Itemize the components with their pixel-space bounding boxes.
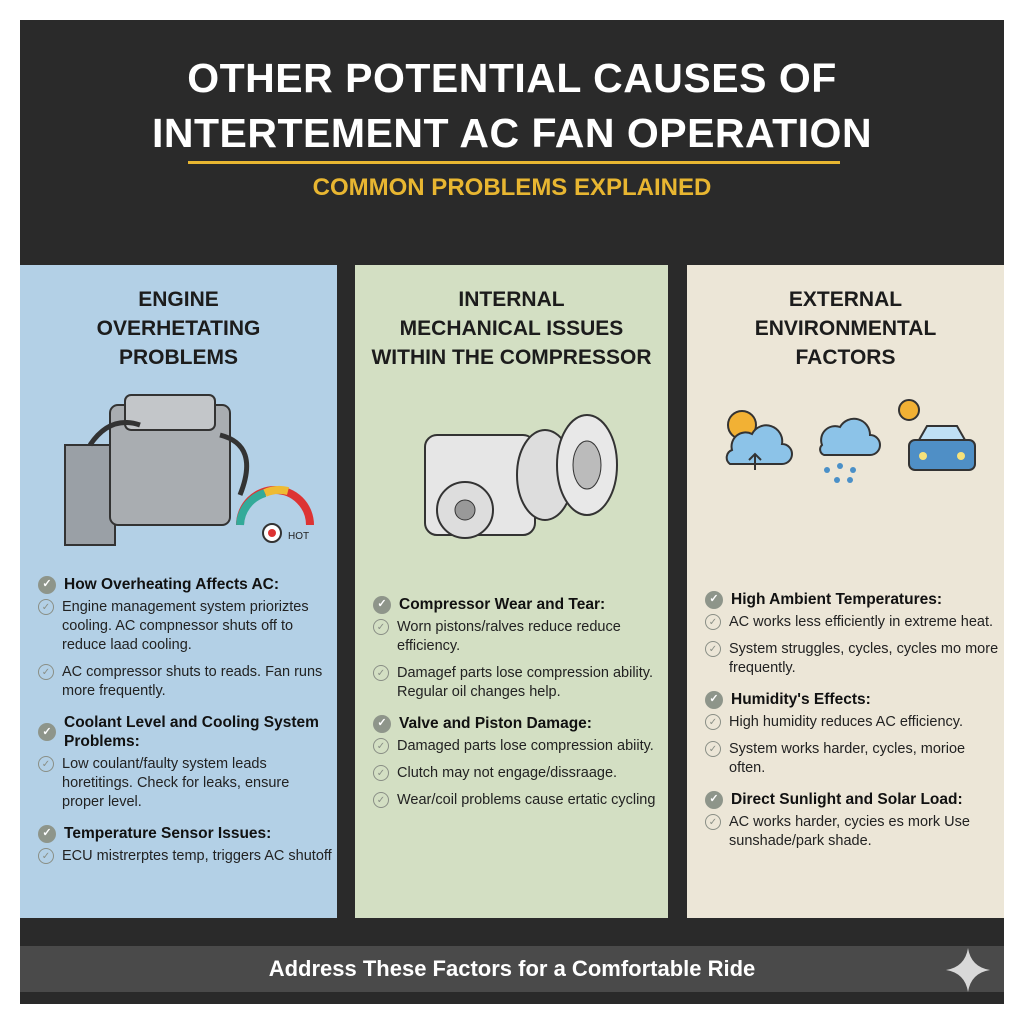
- bullet-list: ✓ High Ambient Temperatures: ✓ AC works les…: [705, 590, 1000, 859]
- list-item-text: System struggles, cycles, cycles mo more…: [729, 641, 999, 676]
- list-item: ✓ Damaged parts lose compression abiity.: [373, 737, 664, 756]
- check-circle-icon: ✓: [705, 790, 723, 809]
- section-heading: ✓ High Ambient Temperatures:: [705, 590, 1000, 609]
- section-heading: ✓ Compressor Wear and Tear:: [373, 595, 664, 614]
- list-item-text: Clutch may not engage/dissraage.: [397, 765, 618, 781]
- check-icon: ✓: [38, 599, 54, 615]
- list-item-text: AC works harder, cycies es mork Use suns…: [729, 814, 970, 849]
- check-icon: ✓: [705, 741, 721, 757]
- footer-banner: Address These Factors for a Comfortable …: [20, 946, 1004, 992]
- gauge-label: HOT: [288, 531, 309, 542]
- list-item: ✓ Engine management system prioriztes coo…: [38, 598, 333, 655]
- check-icon: ✓: [705, 714, 721, 730]
- check-icon: ✓: [373, 619, 389, 635]
- list-item: ✓ Low coulant/faulty system leads horetit…: [38, 755, 333, 812]
- section-heading: ✓ How Overheating Affects AC:: [38, 575, 333, 594]
- check-circle-icon: ✓: [373, 595, 391, 614]
- section-heading-text: Compressor Wear and Tear:: [399, 596, 606, 613]
- section-heading-text: High Ambient Temperatures:: [731, 591, 942, 608]
- list-item: ✓ High humidity reduces AC efficiency.: [705, 713, 1000, 732]
- check-icon: ✓: [373, 665, 389, 681]
- check-icon: ✓: [705, 814, 721, 830]
- list-item-text: AC compressor shuts to reads. Fan runs m…: [62, 664, 323, 699]
- section-heading-text: Coolant Level and Cooling System Problem…: [64, 714, 319, 750]
- section-heading-text: Humidity's Effects:: [731, 691, 871, 708]
- section-heading-text: Valve and Piston Damage:: [399, 715, 592, 732]
- check-icon: ✓: [373, 765, 389, 781]
- check-circle-icon: ✓: [38, 723, 56, 741]
- list-item: ✓ ECU mistrerptes temp, triggers AC shuto…: [38, 847, 333, 866]
- list-item: ✓ AC compressor shuts to reads. Fan runs …: [38, 663, 333, 701]
- section-heading-text: Direct Sunlight and Solar Load:: [731, 791, 963, 808]
- sparkle-icon: [946, 948, 990, 992]
- sun-car-icon: [898, 399, 976, 471]
- list-item: ✓ Wear/coil problems cause ertatic cyclin…: [373, 791, 664, 810]
- bullet-list: ✓ How Overheating Affects AC: ✓ Engine mana…: [38, 575, 333, 874]
- check-icon: ✓: [373, 792, 389, 808]
- list-item: ✓ System works harder, cycles, morioe oft…: [705, 740, 1000, 778]
- check-icon: ✓: [373, 738, 389, 754]
- section-heading-text: How Overheating Affects AC:: [64, 576, 280, 593]
- title-line-1: OTHER POTENTIAL CAUSES OF: [187, 55, 837, 101]
- bullet-list: ✓ Compressor Wear and Tear: ✓ Worn pistons/…: [373, 595, 664, 818]
- check-icon: ✓: [38, 756, 54, 772]
- list-item-text: Wear/coil problems cause ertatic cycling: [397, 792, 656, 808]
- list-item: ✓ Clutch may not engage/dissraage.: [373, 764, 664, 783]
- check-icon: ✓: [705, 614, 721, 630]
- list-item-text: System works harder, cycles, morioe ofte…: [729, 741, 966, 776]
- list-item: ✓ AC works harder, cycies es mork Use sun…: [705, 813, 1000, 851]
- sun-cloud-icon: [725, 410, 793, 470]
- section-heading: ✓ Temperature Sensor Issues:: [38, 824, 333, 843]
- list-item-text: AC works less efficiently in extreme hea…: [729, 614, 994, 630]
- list-item-text: Damaged parts lose compression abiity.: [397, 738, 654, 754]
- compressor-illustration: [424, 414, 618, 539]
- check-icon: ✓: [38, 848, 54, 864]
- list-item-text: Worn pistons/ralves reduce reduce effici…: [397, 619, 621, 654]
- check-circle-icon: ✓: [38, 575, 56, 594]
- section-heading-text: Temperature Sensor Issues:: [64, 825, 272, 842]
- list-item-text: ECU mistrerptes temp, triggers AC shutof…: [62, 848, 332, 864]
- check-circle-icon: ✓: [38, 824, 56, 843]
- list-item: ✓ Damagef parts lose compression ability.…: [373, 664, 664, 702]
- check-icon: ✓: [705, 641, 721, 657]
- check-circle-icon: ✓: [705, 590, 723, 609]
- rain-cloud-icon: [819, 417, 881, 483]
- list-item: ✓ Worn pistons/ralves reduce reduce effic…: [373, 618, 664, 656]
- check-circle-icon: ✓: [373, 714, 391, 733]
- engine-illustration: HOT: [64, 394, 314, 546]
- list-item-text: Low coulant/faulty system leads horetiti…: [62, 756, 290, 810]
- section-heading: ✓ Humidity's Effects:: [705, 690, 1000, 709]
- check-icon: ✓: [38, 664, 54, 680]
- list-item-text: Engine management system prioriztes cool…: [62, 599, 309, 653]
- section-heading: ✓ Valve and Piston Damage:: [373, 714, 664, 733]
- check-circle-icon: ✓: [705, 690, 723, 709]
- subtitle: COMMON PROBLEMS EXPLAINED: [312, 174, 712, 201]
- list-item-text: Damagef parts lose compression ability. …: [397, 665, 654, 700]
- list-item: ✓ AC works less efficiently in extreme he…: [705, 613, 1000, 632]
- title-line-2: INTERTEMENT AC FAN OPERATION: [151, 110, 873, 156]
- section-heading: ✓ Coolant Level and Cooling System Proble…: [38, 713, 333, 751]
- list-item-text: High humidity reduces AC efficiency.: [729, 714, 963, 730]
- environment-icons: [725, 399, 976, 483]
- list-item: ✓ System struggles, cycles, cycles mo mor…: [705, 640, 1000, 678]
- title-underline: [188, 161, 840, 164]
- section-heading: ✓ Direct Sunlight and Solar Load:: [705, 790, 1000, 809]
